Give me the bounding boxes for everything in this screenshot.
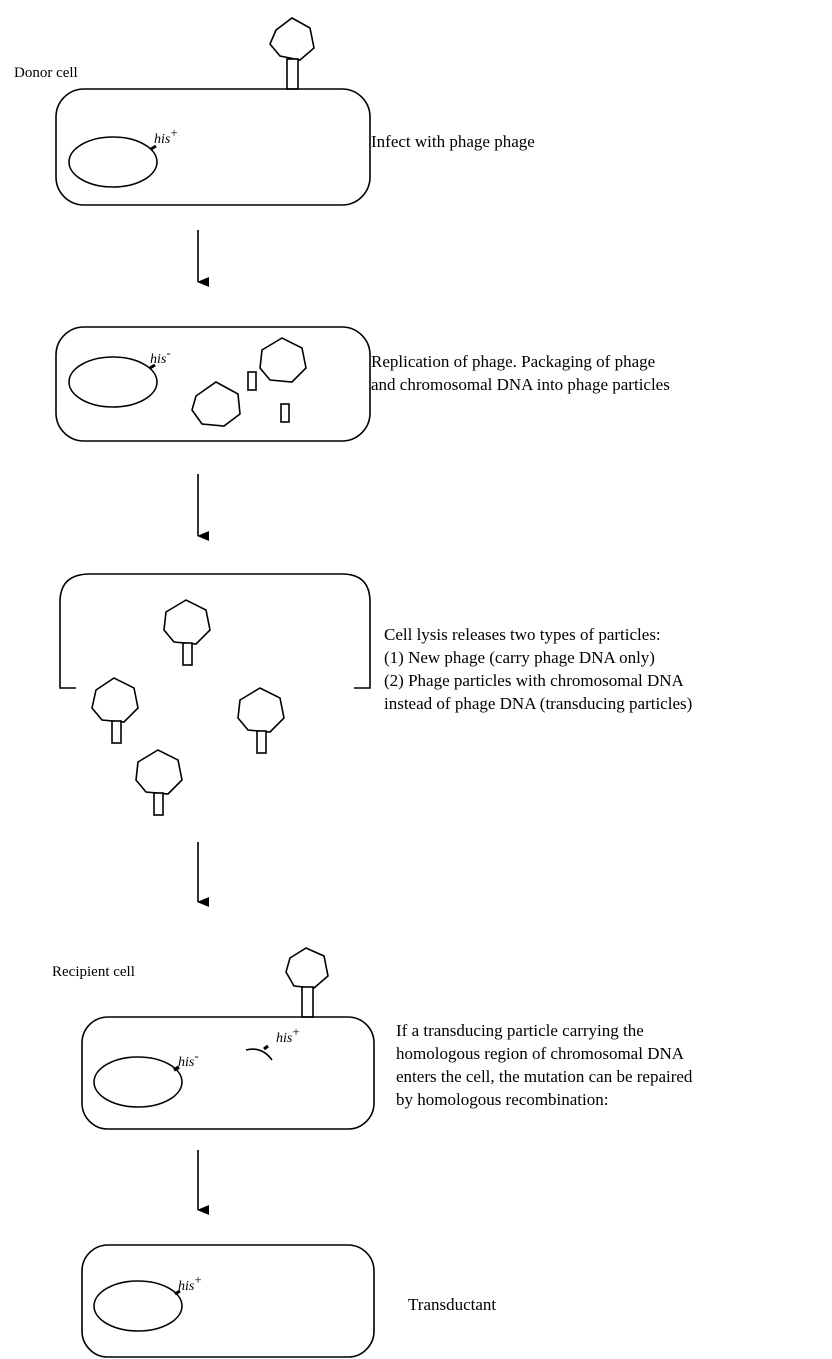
step-recombination-line-2: homologous region of chromosomal DNA	[396, 1044, 685, 1063]
attached-phage-1	[269, 17, 315, 90]
step-lysis-line-1: Cell lysis releases two types of particl…	[384, 625, 661, 644]
attached-phage-2	[285, 947, 329, 1018]
phage-head	[237, 687, 285, 733]
phage-tail	[286, 58, 299, 90]
his-plus-label-2: his+	[276, 1024, 300, 1046]
recipient-cell	[81, 1016, 375, 1130]
phage-tail	[301, 986, 314, 1018]
step-lysis-line-4: instead of phage DNA (transducing partic…	[384, 694, 692, 713]
step-replication-line-2: and chromosomal DNA into phage particles	[371, 375, 670, 394]
phage-head	[163, 599, 211, 645]
step-lysis-line-3: (2) Phage particles with chromosomal DNA	[384, 671, 685, 690]
released-phage-4	[135, 749, 183, 816]
step-recombination-line-3: enters the cell, the mutation can be rep…	[396, 1067, 693, 1086]
his-locus-mark	[149, 363, 156, 370]
phage-tail	[111, 720, 122, 744]
step-replication-line-1: Replication of phage. Packaging of phage	[371, 352, 655, 371]
step-infect-text: Infect with phage phage	[371, 132, 535, 151]
his-plus-label-3: his+	[178, 1272, 202, 1294]
step-transductant-text: Transductant	[408, 1295, 496, 1314]
his-locus-mark	[174, 1289, 181, 1296]
donor-chromosome	[68, 136, 158, 188]
replicating-cell	[55, 326, 371, 442]
his-minus-label-1: his-	[150, 345, 171, 367]
released-phage-1	[163, 599, 211, 666]
phage-tail	[182, 642, 193, 666]
recipient-chromosome	[93, 1056, 183, 1108]
new-phage-head-2	[191, 381, 241, 427]
transduced-dna-fragment	[245, 1048, 273, 1061]
phage-head	[135, 749, 183, 795]
replicating-chromosome	[68, 356, 158, 408]
phage-tail	[153, 792, 164, 816]
step-recombination-line-1: If a transducing particle carrying the	[396, 1021, 644, 1040]
his-plus-label-1: his+	[154, 125, 178, 147]
step-lysis-line-2: (1) New phage (carry phage DNA only)	[384, 648, 655, 667]
his-locus-mark	[150, 144, 157, 151]
phage-head	[269, 17, 315, 61]
lysed-cell-wall	[59, 573, 371, 689]
transductant-cell	[81, 1244, 375, 1358]
phage-tail	[256, 730, 267, 754]
recipient-cell-label: Recipient cell	[52, 964, 135, 980]
phage-head	[285, 947, 329, 989]
donor-cell	[55, 88, 371, 206]
his-locus-mark	[263, 1044, 269, 1051]
transductant-chromosome	[93, 1280, 183, 1332]
new-phage-head-1	[259, 337, 307, 383]
new-phage-tail-1	[247, 371, 257, 391]
released-phage-3	[237, 687, 285, 754]
released-phage-2	[91, 677, 139, 744]
his-minus-label-2: his-	[178, 1048, 199, 1070]
step-recombination-line-4: by homologous recombination:	[396, 1090, 608, 1109]
donor-cell-label: Donor cell	[14, 65, 78, 81]
new-phage-tail-2	[280, 403, 290, 423]
phage-head	[91, 677, 139, 723]
his-locus-mark	[173, 1065, 180, 1072]
